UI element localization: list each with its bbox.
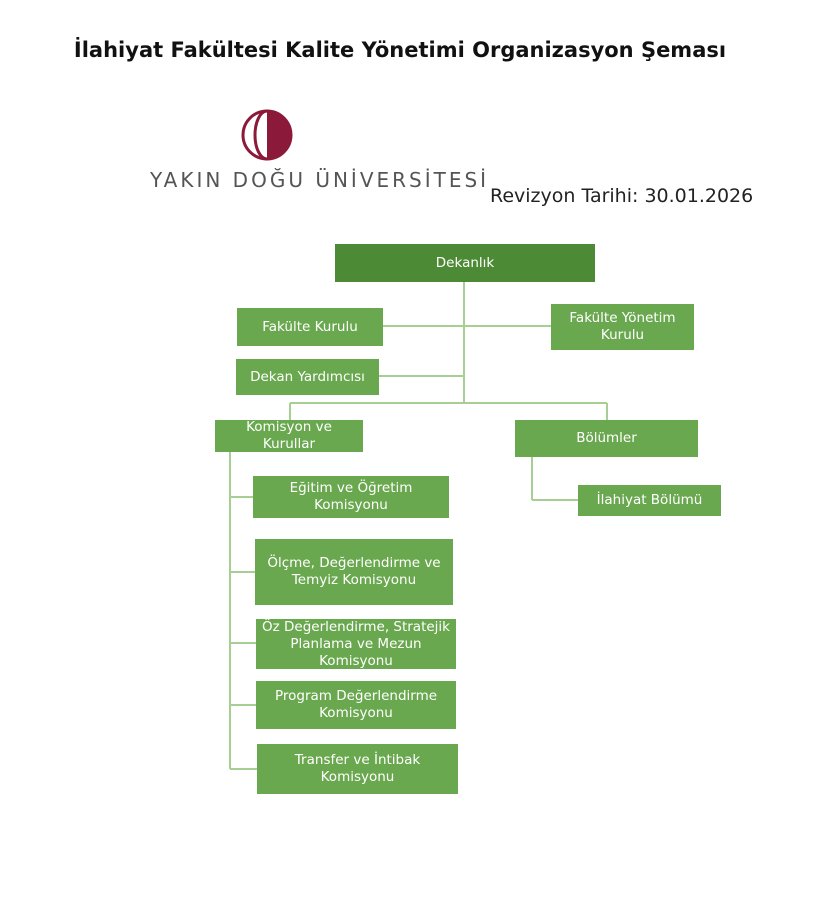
faculty-admin-board-box: Fakülte Yönetim Kurulu [551, 304, 694, 350]
commissions-box: Komisyon ve Kurullar [215, 419, 363, 452]
vice-dean-box: Dekan Yardımcısı [236, 359, 379, 395]
commission-item: Program Değerlendirme Komisyonu [256, 681, 456, 729]
commission-item: Eğitim ve Öğretim Komisyonu [253, 476, 449, 518]
university-logo-icon [241, 109, 293, 161]
commission-item: Ölçme, Değerlendirme ve Temyiz Komisyonu [255, 539, 453, 605]
page-title: İlahiyat Fakültesi Kalite Yönetimi Organ… [73, 38, 727, 62]
commission-item: Transfer ve İntibak Komisyonu [257, 744, 458, 794]
revision-date: Revizyon Tarihi: 30.01.2026 [490, 185, 754, 207]
faculty-board-box: Fakülte Kurulu [237, 308, 383, 346]
commission-item: Öz Değerlendirme, Stratejik Planlama ve … [256, 619, 456, 669]
dekanlik-box: Dekanlık [335, 244, 595, 282]
departments-box: Bölümler [515, 420, 698, 457]
department-item: İlahiyat Bölümü [578, 485, 721, 516]
